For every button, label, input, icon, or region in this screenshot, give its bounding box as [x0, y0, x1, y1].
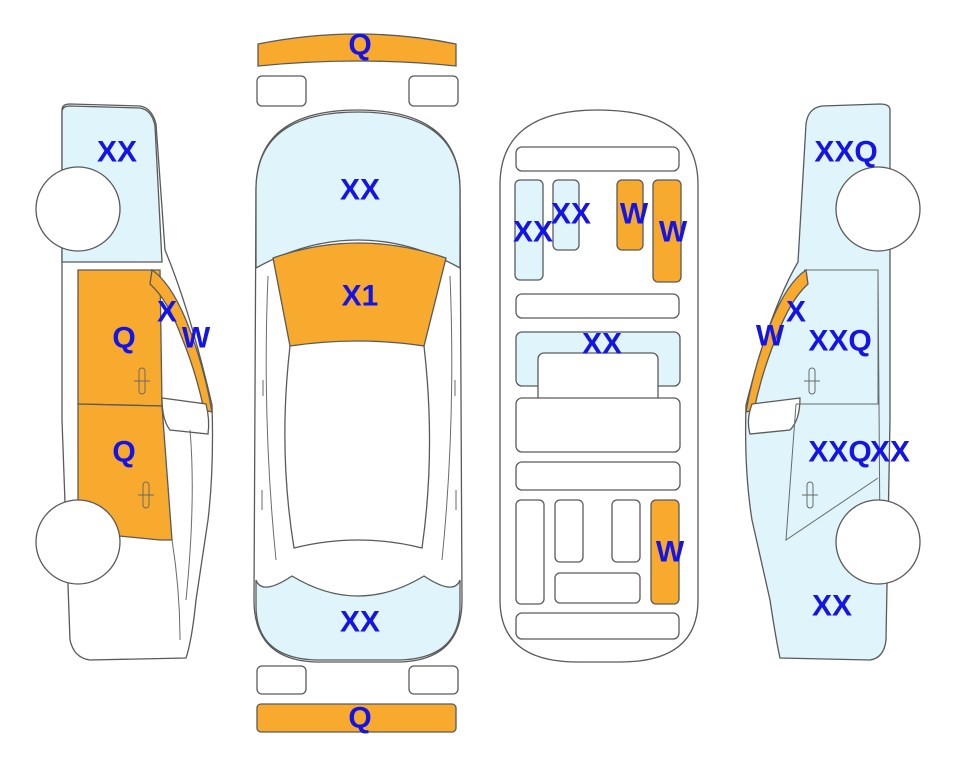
label-rear-glass: XX: [340, 606, 380, 639]
top-side-lines: [261, 275, 457, 561]
cabin-roof: [284, 340, 431, 549]
label-right-roof-glass: XXQ: [814, 136, 877, 169]
right-door-lines: [785, 269, 881, 541]
right-door-handle-front: [804, 367, 820, 395]
rear-bumper: [256, 703, 457, 733]
label-right-front-door: XXQ: [808, 325, 871, 358]
rear-right-light: [408, 665, 459, 695]
left-rear-wheel: [35, 499, 121, 585]
label-left-pillar-x: X: [157, 296, 177, 329]
top-view: [253, 33, 463, 733]
label-left-pillar-w: W: [182, 322, 211, 355]
left-front-wheel: [35, 166, 121, 252]
label-left-roof-glass: XX: [97, 136, 137, 169]
left-door-handle-front: [134, 367, 150, 395]
label-interior-center: XX: [582, 328, 622, 361]
label-rear-bumper: Q: [348, 702, 371, 735]
front-windshield: [255, 111, 461, 270]
right-front-wheel: [835, 166, 921, 252]
label-right-pillar-x: X: [786, 296, 806, 329]
right-door-handle-rear: [802, 481, 818, 509]
front-seat-left-2: [552, 179, 580, 251]
rear-seat-right: [650, 499, 680, 605]
label-interior-seat-left-1: XX: [513, 216, 553, 249]
rear-seat-3: [611, 499, 641, 563]
front-seat-left-1: [514, 179, 544, 281]
dashboard: [515, 146, 680, 172]
front-left-light: [256, 75, 307, 107]
rear-small-box: [554, 572, 641, 604]
rear-shelf: [515, 461, 681, 491]
rear-seat-2: [554, 499, 584, 563]
front-seat-right-1: [616, 179, 644, 251]
right-mirror: [747, 397, 801, 435]
left-side-view: [35, 103, 214, 661]
rear-glass: [255, 575, 461, 661]
left-door-handle-rear: [138, 481, 154, 509]
label-hood: X1: [342, 280, 379, 313]
label-front-windshield: XX: [340, 174, 380, 207]
left-mirror: [161, 397, 210, 435]
label-left-front-door: Q: [112, 322, 135, 355]
label-right-pillar-w: W: [756, 320, 785, 353]
interior-view: [499, 109, 699, 663]
front-bumper: [257, 33, 457, 67]
right-side-view: [744, 103, 921, 661]
left-rear-lines: [171, 429, 193, 641]
label-front-bumper: Q: [348, 29, 371, 62]
rear-seat-1: [515, 499, 545, 605]
right-rear-wheel: [835, 499, 921, 585]
label-right-quarter: XX: [812, 590, 852, 623]
label-left-rear-door: Q: [112, 436, 135, 469]
front-right-light: [408, 75, 459, 107]
label-right-rear-door-2: XX: [870, 436, 910, 469]
label-interior-seat-right-1: W: [620, 198, 649, 231]
trunk-bar: [515, 612, 680, 640]
label-right-rear-door-1: XXQ: [808, 436, 871, 469]
damage-labels: Q XX X1 XX Q XX Q X W Q XX XX W W XX W X…: [97, 29, 910, 735]
console-bar: [515, 293, 680, 319]
label-interior-seat-left-2: XX: [551, 198, 591, 231]
rear-left-light: [256, 665, 307, 695]
front-seat-right-2: [652, 179, 682, 283]
label-interior-rear-right: W: [656, 536, 685, 569]
label-interior-seat-right-2: W: [659, 216, 688, 249]
rear-bench: [515, 397, 681, 453]
